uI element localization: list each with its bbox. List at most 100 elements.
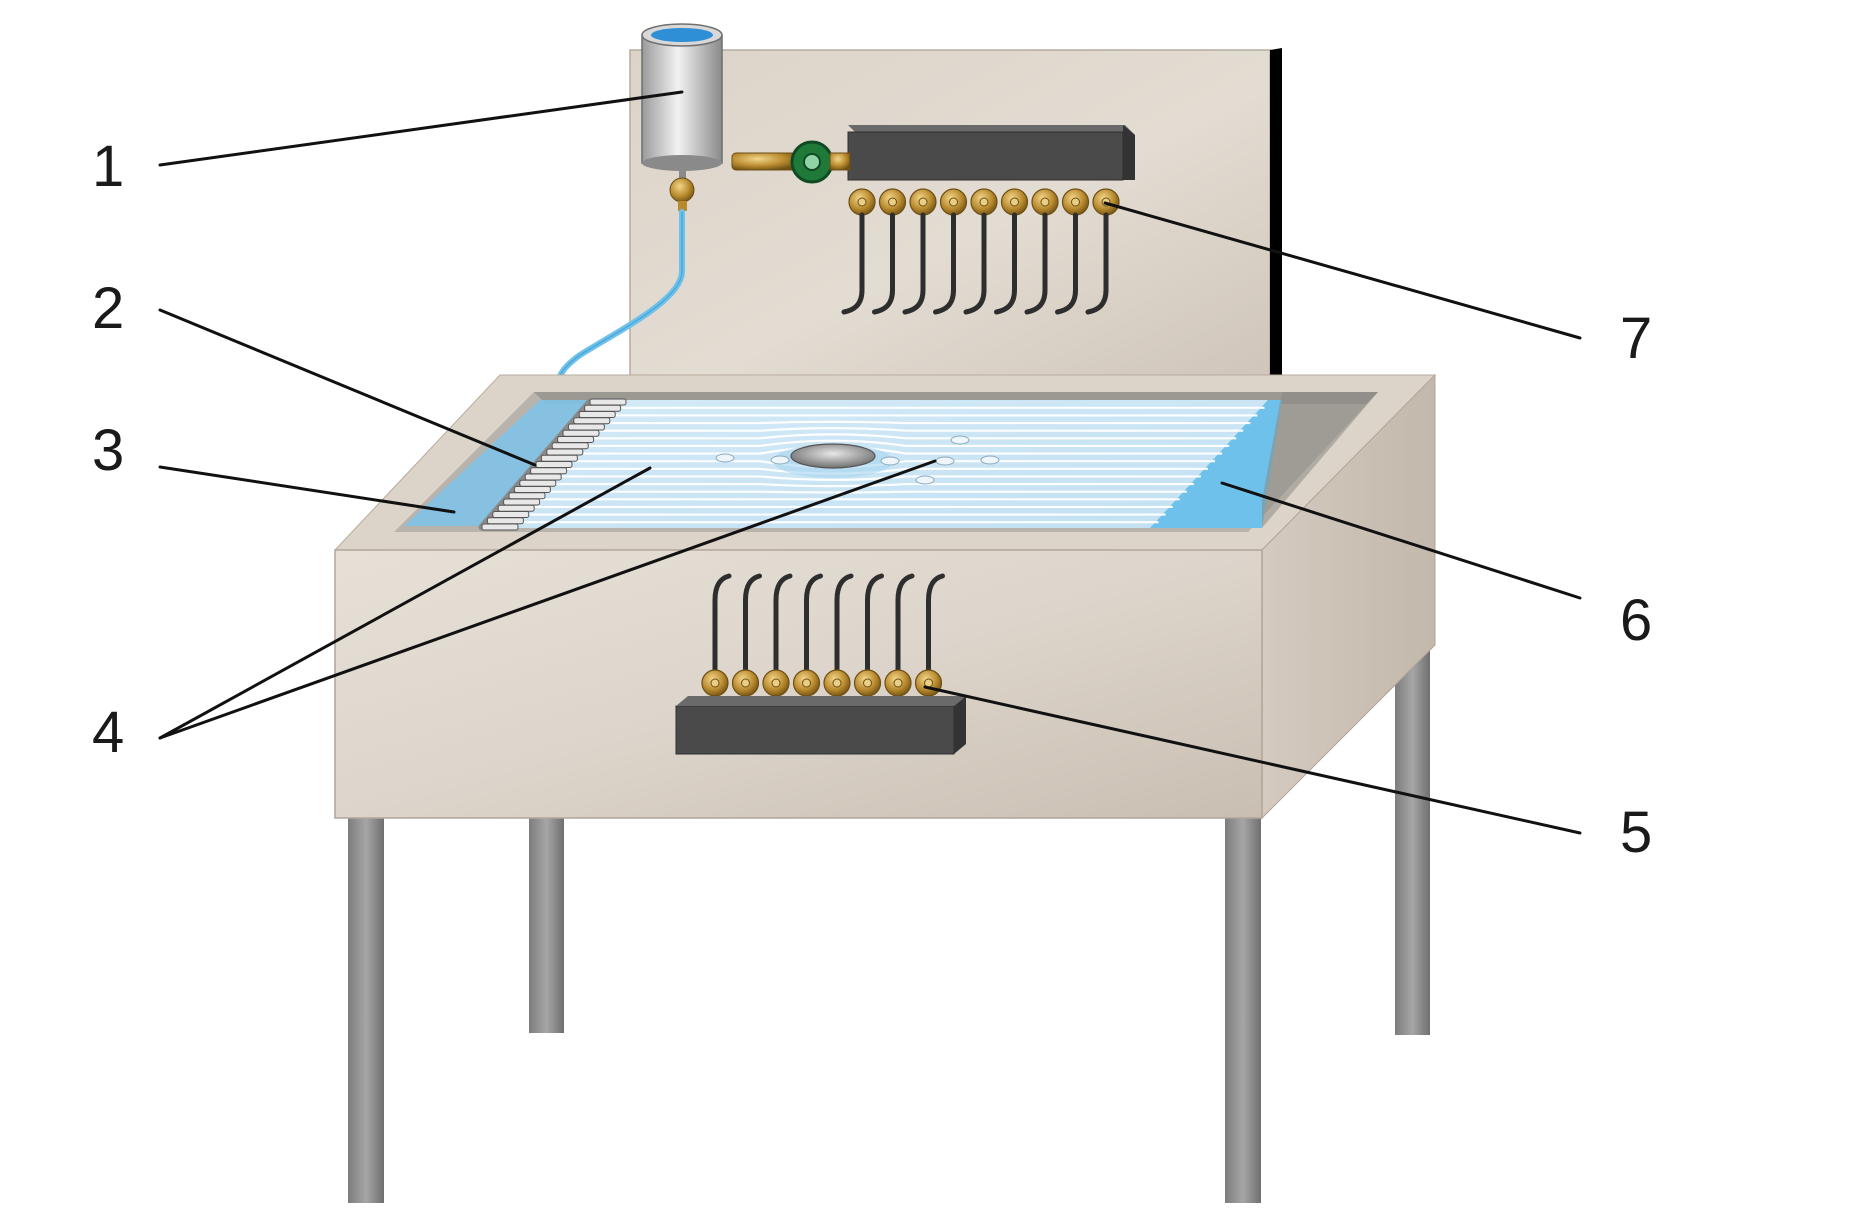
injector-needle bbox=[508, 492, 546, 500]
lower-valve-hub bbox=[863, 678, 872, 688]
upper-hose bbox=[933, 212, 956, 315]
upper-hose bbox=[841, 212, 865, 315]
lower-hose bbox=[804, 573, 823, 673]
callout-6: 6 bbox=[1620, 588, 1652, 653]
leader-line-7 bbox=[1103, 201, 1582, 340]
upper-valve-hub bbox=[918, 197, 928, 207]
dye-point-icon bbox=[935, 456, 955, 466]
injector-needle bbox=[589, 398, 627, 406]
upper-hose bbox=[872, 212, 895, 315]
upper-hoses bbox=[841, 212, 1109, 315]
leader-line-3 bbox=[158, 465, 456, 514]
injector-needle bbox=[557, 436, 595, 443]
streamline bbox=[582, 420, 1251, 425]
streamline bbox=[534, 475, 1201, 481]
lower-valve-hub bbox=[802, 678, 811, 688]
upper-valve-hub bbox=[949, 197, 958, 207]
injector-needle bbox=[562, 429, 600, 437]
injector-needle bbox=[567, 423, 605, 431]
upper-valve-hub bbox=[857, 197, 867, 207]
dye-point-icon bbox=[915, 475, 935, 485]
injector-needle bbox=[497, 504, 535, 512]
lower-hose bbox=[895, 573, 915, 673]
upper-outlet-valves bbox=[848, 188, 1120, 216]
injector-needle bbox=[546, 448, 584, 456]
lower-hose bbox=[773, 573, 793, 673]
leg-front-right bbox=[1225, 815, 1261, 1203]
leader-line-5 bbox=[923, 685, 1582, 835]
dye-point-icon bbox=[770, 455, 790, 465]
upper-hose bbox=[1024, 212, 1048, 315]
upper-hose bbox=[1055, 212, 1078, 315]
upper-valve-hub bbox=[888, 197, 897, 207]
lower-valve-hub bbox=[832, 678, 842, 688]
upper-hose bbox=[1085, 212, 1109, 315]
injector-needle bbox=[530, 467, 568, 475]
leg-back-right bbox=[1395, 645, 1430, 1035]
injector-needle bbox=[503, 498, 541, 506]
injector-needle bbox=[519, 479, 557, 487]
obstacle-group bbox=[773, 443, 893, 478]
injector-needle bbox=[513, 486, 551, 493]
callout-3: 3 bbox=[92, 418, 124, 483]
leader-line-6 bbox=[1220, 481, 1582, 600]
leg-front-left bbox=[348, 815, 384, 1203]
lower-hose bbox=[712, 573, 732, 673]
lower-valve-hub bbox=[771, 678, 781, 688]
callout-5: 5 bbox=[1620, 800, 1652, 865]
dye-point-icon bbox=[950, 435, 970, 445]
flow-streamlines bbox=[493, 406, 1265, 524]
leader-line-4a bbox=[158, 466, 652, 740]
callout-7: 7 bbox=[1620, 306, 1652, 371]
streamline bbox=[562, 439, 1230, 448]
lower-hose bbox=[743, 573, 762, 673]
outlet-chamber-water bbox=[1150, 400, 1282, 528]
lower-hose bbox=[865, 573, 884, 673]
lower-manifold bbox=[675, 696, 966, 755]
inlet-chamber-water bbox=[404, 400, 592, 526]
lower-valve-hub bbox=[710, 678, 720, 688]
leader-lines bbox=[158, 90, 1582, 835]
upper-valve-hub bbox=[979, 197, 989, 207]
back-panel bbox=[629, 48, 1282, 381]
upper-valve-hub bbox=[1040, 197, 1050, 207]
injector-needle bbox=[492, 511, 530, 518]
leader-line-2 bbox=[158, 308, 537, 467]
callout-2: 2 bbox=[92, 276, 124, 341]
leader-line-4b bbox=[158, 459, 937, 740]
streamline bbox=[575, 427, 1244, 432]
upper-manifold bbox=[731, 125, 1135, 184]
upper-hose bbox=[963, 212, 987, 315]
callout-4: 4 bbox=[92, 700, 124, 765]
lower-hose bbox=[926, 573, 945, 673]
injector-needle bbox=[540, 454, 578, 462]
leg-back-left bbox=[529, 815, 564, 1033]
injector-needle bbox=[578, 411, 616, 418]
upper-hose bbox=[902, 212, 926, 315]
lower-valve-hub bbox=[893, 678, 903, 688]
callout-1: 1 bbox=[92, 134, 124, 199]
injector-needle bbox=[535, 461, 573, 468]
upper-hose bbox=[994, 212, 1017, 315]
lower-valve-hub bbox=[741, 678, 750, 688]
callout-labels: 1 2 3 4 5 6 7 bbox=[92, 134, 1652, 865]
dye-point-icon bbox=[880, 456, 900, 466]
streamline bbox=[527, 482, 1194, 488]
injector-needle bbox=[524, 473, 562, 481]
lower-outlet-valves bbox=[701, 669, 943, 697]
upper-valve-hub bbox=[1010, 197, 1019, 207]
streamline bbox=[569, 433, 1237, 440]
lower-hose bbox=[834, 573, 854, 673]
lower-hoses bbox=[712, 573, 945, 673]
dye-injection-points bbox=[715, 435, 1000, 485]
injector-needle bbox=[584, 404, 622, 412]
injector-needle bbox=[481, 523, 519, 531]
injector-needle bbox=[551, 442, 589, 450]
cylinder-obstacle-icon bbox=[790, 443, 876, 469]
tank-valve-icon bbox=[669, 177, 695, 203]
leader-line-1 bbox=[158, 90, 684, 167]
injector-needle bbox=[573, 417, 611, 425]
streamline bbox=[520, 490, 1187, 494]
